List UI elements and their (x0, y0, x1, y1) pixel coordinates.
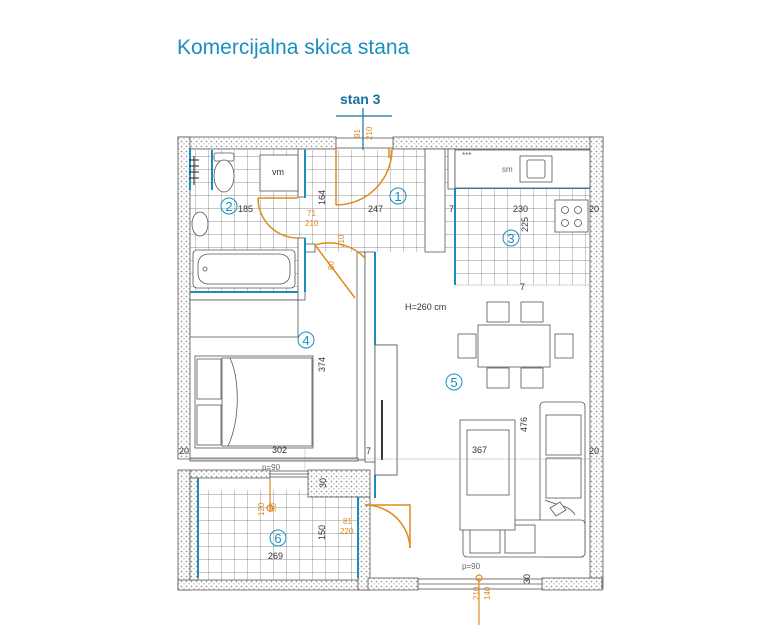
living-window-width: 210 (472, 586, 481, 600)
room-3-depth: 225 (520, 217, 530, 232)
plan-title: Komercijalna skica stana (177, 36, 410, 59)
bed-window-sill: p=90 (262, 463, 281, 472)
exterior-walls (177, 136, 604, 591)
wall-living-thickness: 7 (366, 446, 371, 456)
living-window-sill-value: 30 (522, 574, 532, 584)
room-3-number: 3 (507, 231, 514, 246)
entry-door-height: 210 (365, 126, 374, 140)
window-markers (266, 478, 483, 625)
room-4-number: 4 (302, 333, 309, 348)
entry-door-width: 91 (353, 129, 362, 138)
dishwasher-label: sm (502, 165, 513, 174)
bathroom-fixtures (191, 152, 299, 289)
wall-kitchen-bottom: 7 (520, 282, 525, 292)
room-door-width: 210 (337, 234, 346, 248)
bed (194, 355, 314, 449)
unit-label: stan 3 (340, 91, 381, 107)
wall-balcony-thickness: 30 (318, 478, 328, 488)
room-2-width: 185 (238, 204, 253, 214)
room-1-number: 1 (394, 189, 401, 204)
bath-door-height: 210 (305, 219, 319, 228)
room-door-height: 80 (327, 261, 336, 270)
balcony-door-height: 220 (340, 527, 354, 536)
room-6-depth: 150 (317, 525, 327, 540)
living-window-sill: p=90 (462, 562, 481, 571)
tv-unit (374, 344, 398, 476)
wall-hall-thickness: 7 (449, 204, 454, 214)
entry-arrow-icon (336, 108, 392, 150)
cabinet-stars-label: *** (462, 151, 471, 160)
wall-right-thickness: 20 (589, 446, 599, 456)
room-5-number: 5 (450, 375, 457, 390)
room-5-depth: 476 (519, 417, 529, 432)
room-1-width: 247 (368, 204, 383, 214)
bath-door-width: 71 (307, 209, 316, 218)
room-1-depth: 164 (317, 190, 327, 205)
room-4-width: 302 (272, 445, 287, 455)
room-5-width: 367 (472, 445, 487, 455)
wall-left-thickness: 20 (179, 446, 189, 456)
sofa (462, 401, 586, 558)
wall-kitchen-thickness: 20 (589, 204, 599, 214)
heater-icon (189, 156, 199, 185)
room-6-number: 6 (274, 531, 281, 546)
living-window-height: 140 (483, 586, 492, 600)
room-6-width: 269 (268, 551, 283, 561)
room-3-width: 230 (513, 204, 528, 214)
window-accents (189, 148, 590, 578)
windows (269, 137, 543, 590)
washing-machine-label: vm (272, 167, 284, 177)
interior-walls (189, 148, 456, 476)
room-4-depth: 374 (317, 357, 327, 372)
reference-lines (178, 284, 603, 470)
kitchen-fixtures (454, 149, 591, 233)
room-number-markers (220, 187, 520, 547)
dining-table (457, 301, 574, 389)
balcony-floor (198, 490, 358, 590)
ceiling-height-label: H=260 cm (405, 302, 446, 312)
room-2-number: 2 (225, 199, 232, 214)
balcony-door-width: 81 (343, 517, 352, 526)
bed-window-height: 120 (257, 502, 266, 516)
coffee-table (459, 419, 516, 531)
doors (257, 148, 411, 549)
